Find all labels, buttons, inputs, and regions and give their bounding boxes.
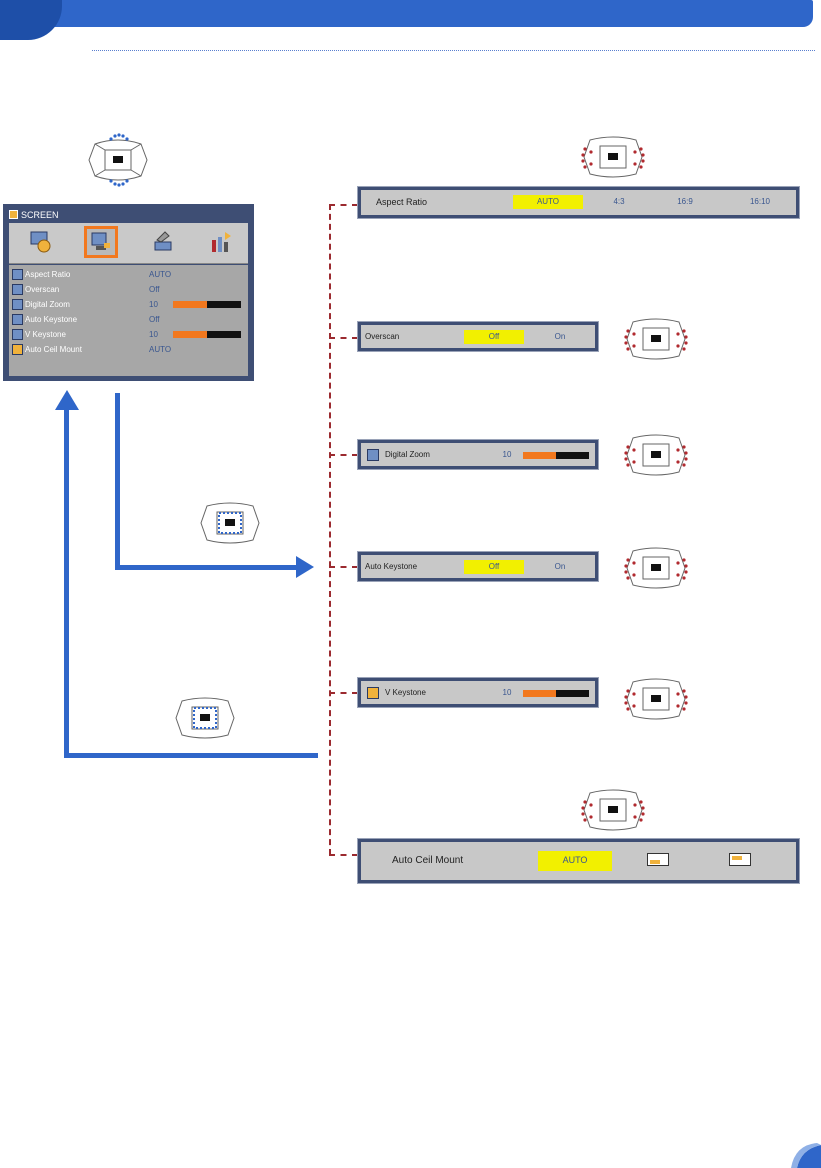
menu-item-digital-zoom[interactable]: Digital Zoom 10 (9, 297, 248, 312)
left-right-keys-icon (623, 316, 689, 362)
menu-item-value: 10 (149, 330, 158, 339)
option-16-10[interactable]: 16:10 (749, 197, 771, 206)
enter-key-icon (172, 695, 238, 741)
slider-fill (173, 301, 207, 308)
dashed-branch (329, 204, 358, 206)
submenu-value: 10 (502, 688, 512, 697)
slider-fill (523, 452, 556, 459)
flow-line-up (64, 408, 69, 758)
option-on[interactable]: On (554, 562, 566, 571)
option-auto[interactable]: AUTO (513, 195, 583, 209)
aspect-ratio-icon (12, 269, 23, 280)
option-off[interactable]: Off (464, 560, 524, 574)
digital-zoom-icon (12, 299, 23, 310)
left-right-keys-icon (623, 545, 689, 591)
submenu-label: V Keystone (385, 688, 426, 697)
v-keystone-icon (367, 687, 379, 699)
menu-items: Aspect Ratio AUTO Overscan Off Digital Z… (9, 265, 248, 376)
auto-keystone-submenu: Auto Keystone Off On (357, 551, 599, 582)
v-keystone-icon (12, 329, 23, 340)
left-right-keys-icon (580, 134, 646, 180)
header-divider (92, 50, 815, 51)
slider-fill (173, 331, 207, 338)
menu-item-value: Off (149, 315, 160, 324)
image-tab-icon[interactable] (27, 228, 55, 256)
v-keystone-slider[interactable] (173, 331, 241, 338)
header-bar (0, 0, 813, 27)
page-corner-icon (791, 1143, 821, 1168)
digital-zoom-submenu: Digital Zoom 10 (357, 439, 599, 470)
dashed-branch (329, 337, 358, 339)
option-auto[interactable]: AUTO (538, 851, 612, 871)
submenu-label: Auto Keystone (365, 562, 418, 571)
options-tab-icon[interactable] (207, 228, 235, 256)
ceiling-projection-icon[interactable] (729, 853, 751, 866)
menu-item-label: Overscan (25, 285, 60, 294)
auto-ceil-mount-submenu: Auto Ceil Mount AUTO (357, 838, 800, 884)
menu-item-label: Auto Ceil Mount (25, 345, 82, 354)
setting-tab-icon[interactable] (149, 228, 177, 256)
digital-zoom-icon (367, 449, 379, 461)
enter-key-icon (197, 500, 263, 546)
up-down-keys-icon (85, 132, 151, 187)
option-4-3[interactable]: 4:3 (613, 197, 625, 206)
screen-menu-icon (9, 210, 18, 219)
front-projection-icon[interactable] (647, 853, 669, 866)
overscan-icon (12, 284, 23, 295)
flow-arrow-right-icon (296, 556, 314, 578)
flow-arrow-up-icon (55, 390, 79, 410)
digital-zoom-slider[interactable] (173, 301, 241, 308)
dashed-branch (329, 566, 358, 568)
dashed-branch (329, 454, 358, 456)
menu-item-value: Off (149, 285, 160, 294)
menu-item-label: Auto Keystone (25, 315, 78, 324)
v-keystone-submenu: V Keystone 10 (357, 677, 599, 708)
menu-item-v-keystone[interactable]: V Keystone 10 (9, 327, 248, 342)
menu-item-auto-ceil-mount[interactable]: Auto Ceil Mount AUTO (9, 342, 248, 357)
menu-item-label: Aspect Ratio (25, 270, 71, 279)
submenu-label: Aspect Ratio (376, 197, 428, 207)
screen-tab-icon[interactable] (84, 226, 118, 258)
submenu-label: Overscan (365, 332, 400, 341)
left-right-keys-icon (580, 787, 646, 833)
menu-item-auto-keystone[interactable]: Auto Keystone Off (9, 312, 248, 327)
menu-title-text: SCREEN (21, 210, 59, 220)
option-off[interactable]: Off (464, 330, 524, 344)
screen-osd-menu: SCREEN Aspect Ratio AUTO Overscan Off Di… (3, 204, 254, 381)
submenu-value: 10 (502, 450, 512, 459)
dashed-branch (329, 854, 358, 856)
auto-keystone-icon (12, 314, 23, 325)
menu-item-overscan[interactable]: Overscan Off (9, 282, 248, 297)
auto-ceil-mount-icon (12, 344, 23, 355)
menu-tabs (9, 223, 248, 264)
header-tab (0, 0, 62, 40)
flow-line-right (115, 565, 300, 570)
aspect-ratio-submenu: Aspect Ratio AUTO 4:3 16:9 16:10 (357, 186, 800, 219)
menu-item-value: AUTO (149, 270, 172, 279)
digital-zoom-slider[interactable] (523, 452, 589, 459)
left-right-keys-icon (623, 676, 689, 722)
submenu-label: Digital Zoom (385, 450, 430, 459)
menu-item-label: Digital Zoom (25, 300, 70, 309)
submenu-label: Auto Ceil Mount (392, 855, 464, 866)
dashed-connector (329, 204, 331, 855)
menu-item-value: 10 (149, 300, 158, 309)
menu-title: SCREEN (9, 208, 59, 222)
menu-item-aspect-ratio[interactable]: Aspect Ratio AUTO (9, 267, 248, 282)
v-keystone-slider[interactable] (523, 690, 589, 697)
overscan-submenu: Overscan Off On (357, 321, 599, 352)
flow-line-down (115, 393, 120, 570)
dashed-branch (329, 692, 358, 694)
menu-item-label: V Keystone (25, 330, 66, 339)
menu-item-value: AUTO (149, 345, 172, 354)
slider-fill (523, 690, 556, 697)
left-right-keys-icon (623, 432, 689, 478)
option-16-9[interactable]: 16:9 (677, 197, 693, 206)
option-on[interactable]: On (554, 332, 566, 341)
flow-line-return (64, 753, 318, 758)
